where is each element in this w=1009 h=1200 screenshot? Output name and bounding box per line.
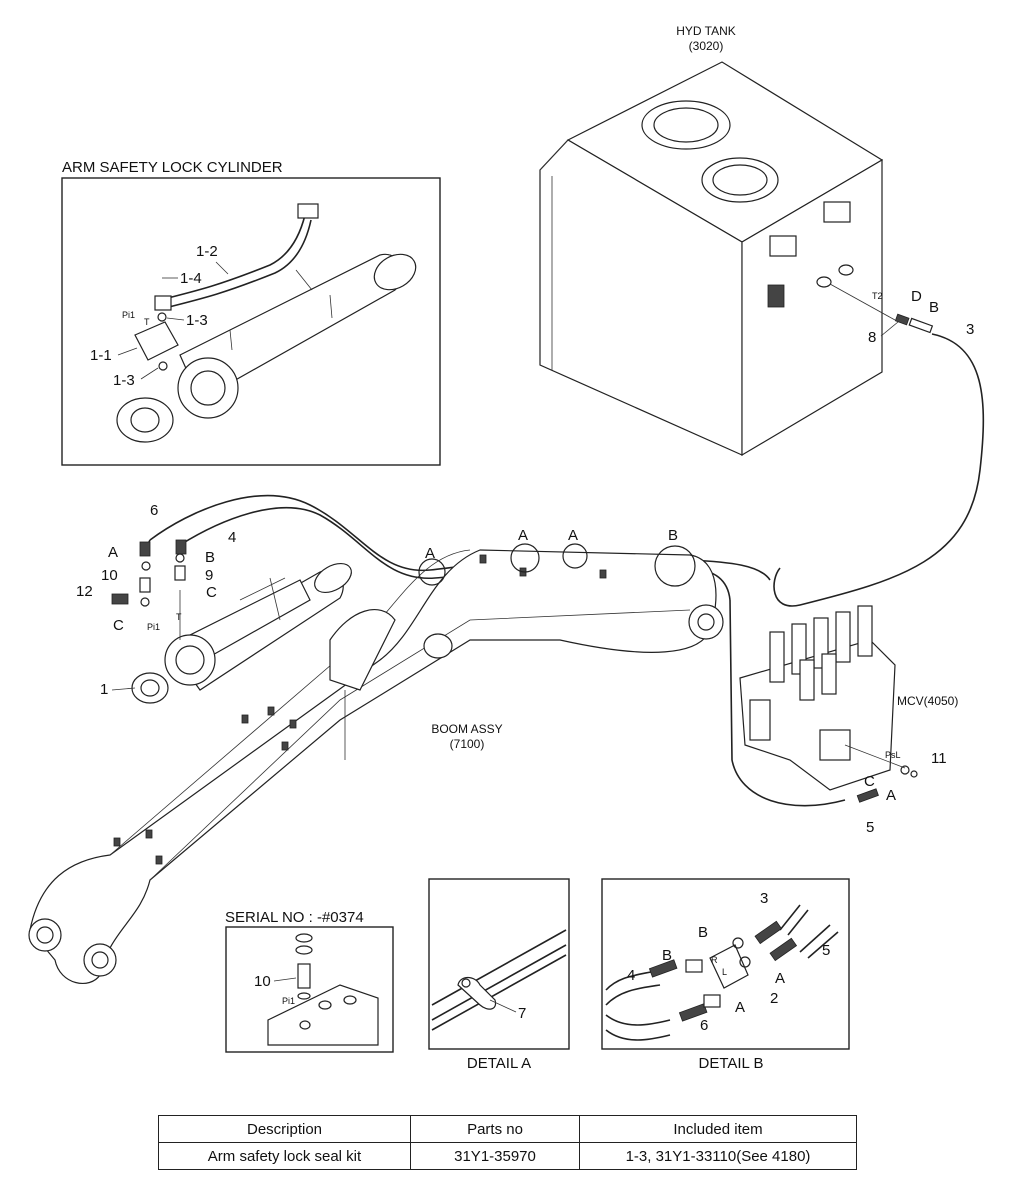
callout-6: 6 xyxy=(150,502,158,519)
detail-b-inset: 3 B B 5 A 4 2 A 6 R L DETAIL B xyxy=(601,878,850,1072)
mcv: MCV(4050) PsL 11 C A 5 xyxy=(739,605,958,836)
boom-label: BOOM ASSY xyxy=(431,722,502,736)
callout-3: 3 xyxy=(966,321,974,338)
detail-a-title: DETAIL A xyxy=(467,1055,531,1072)
tank-fittings: D B 8 3 xyxy=(868,288,974,346)
included-item-cell: 1-3, 31Y1-33110(See 4180) xyxy=(579,1142,857,1170)
table-header-row: Description Parts no Included item xyxy=(158,1115,857,1143)
column-header: Parts no xyxy=(410,1115,580,1143)
detail-a-inset: 7 DETAIL A xyxy=(428,878,570,1072)
port-t-label: T xyxy=(144,317,150,327)
callout-3: 3 xyxy=(760,890,768,907)
detail-b-title: DETAIL B xyxy=(698,1055,763,1072)
callout-6: 6 xyxy=(700,1017,708,1034)
serial-inset: SERIAL NO : -#0374 10 Pi1 xyxy=(225,909,394,1053)
port-l-label: L xyxy=(722,967,727,977)
port-pi1-label: Pi1 xyxy=(147,622,160,632)
serial-title: SERIAL NO : -#0374 xyxy=(225,909,364,926)
arm-lock-title: ARM SAFETY LOCK CYLINDER xyxy=(62,159,283,176)
callout-1-1: 1-1 xyxy=(90,347,112,364)
callout-12: 12 xyxy=(76,583,93,600)
mcv-label: MCV(4050) xyxy=(897,694,958,708)
callout-9: 9 xyxy=(205,567,213,584)
callout-C: C xyxy=(206,584,217,601)
callout-A: A xyxy=(425,545,435,562)
parts-no-cell: 31Y1-35970 xyxy=(410,1142,580,1170)
callout-5: 5 xyxy=(822,942,830,959)
callout-11: 11 xyxy=(931,750,947,767)
arm-cylinder: 1 xyxy=(100,562,352,704)
callout-B: B xyxy=(668,527,678,544)
cylinder-fittings: 6 4 A B 9 10 C 12 C Pi1 T xyxy=(76,502,236,640)
hyd-tank-number: (3020) xyxy=(689,39,724,53)
callout-B: B xyxy=(662,947,672,964)
description-cell: Arm safety lock seal kit xyxy=(158,1142,411,1170)
column-header: Description xyxy=(158,1115,411,1143)
callout-1: 1 xyxy=(100,681,108,698)
callout-B: B xyxy=(698,924,708,941)
callout-1-4: 1-4 xyxy=(180,270,202,287)
port-t2-label: T2 xyxy=(872,291,883,301)
column-header: Included item xyxy=(579,1115,857,1143)
port-r-label: R xyxy=(711,955,718,965)
port-t-label: T xyxy=(176,612,182,622)
callout-1-2: 1-2 xyxy=(196,243,218,260)
callout-A: A xyxy=(775,970,785,987)
hyd-tank: HYD TANK (3020) T2 xyxy=(539,24,896,457)
callout-A: A xyxy=(735,999,745,1016)
port-pi1-label: Pi1 xyxy=(282,996,295,1006)
callout-C: C xyxy=(864,773,875,790)
arm-lock-inset: ARM SAFETY LOCK CYLINDER 1-2 1-4 1-3 1-1… xyxy=(61,159,441,466)
callout-4: 4 xyxy=(228,529,236,546)
boom-assy: BOOM ASSY (7100) xyxy=(28,549,724,984)
callout-A: A xyxy=(108,544,118,561)
callout-A: A xyxy=(518,527,528,544)
callout-10: 10 xyxy=(254,973,271,990)
port-psl-label: PsL xyxy=(885,750,901,760)
callout-10: 10 xyxy=(101,567,118,584)
callout-5: 5 xyxy=(866,819,874,836)
hyd-tank-label: HYD TANK xyxy=(676,24,736,38)
seal-kit-table: Description Parts no Included item Arm s… xyxy=(158,1115,857,1170)
callout-2: 2 xyxy=(770,990,778,1007)
detail-markers: A A A B xyxy=(418,527,696,587)
table-row: Arm safety lock seal kit 31Y1-35970 1-3,… xyxy=(158,1142,857,1170)
boom-number: (7100) xyxy=(450,737,485,751)
callout-B: B xyxy=(929,299,939,316)
callout-C: C xyxy=(113,617,124,634)
callout-8: 8 xyxy=(868,329,876,346)
callout-A: A xyxy=(568,527,578,544)
callout-4: 4 xyxy=(627,967,635,984)
callout-1-3: 1-3 xyxy=(113,372,135,389)
callout-B: B xyxy=(205,549,215,566)
callout-A: A xyxy=(886,787,896,804)
callout-1-3: 1-3 xyxy=(186,312,208,329)
callout-7: 7 xyxy=(518,1005,526,1022)
port-pi1-label: Pi1 xyxy=(122,310,135,320)
callout-D: D xyxy=(911,288,922,305)
